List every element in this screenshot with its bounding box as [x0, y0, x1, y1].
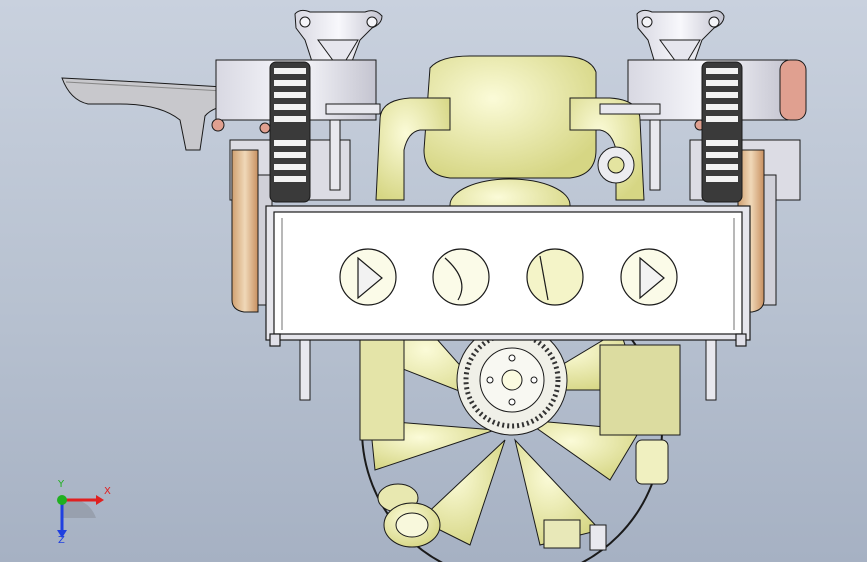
front-cover-plate	[265, 205, 751, 347]
triad-graphic	[57, 495, 104, 538]
orientation-triad: X Y Z	[40, 478, 120, 548]
y-axis-label: Y	[58, 479, 65, 490]
lower-block	[299, 329, 717, 551]
right-pulley-stack	[701, 61, 743, 203]
left-pulley-stack	[269, 61, 311, 203]
intake-plenum	[375, 55, 645, 232]
coolant-pipes	[325, 103, 661, 191]
x-axis-label: X	[104, 486, 111, 497]
z-axis-label: Z	[58, 535, 65, 546]
oil-filter	[377, 483, 441, 548]
